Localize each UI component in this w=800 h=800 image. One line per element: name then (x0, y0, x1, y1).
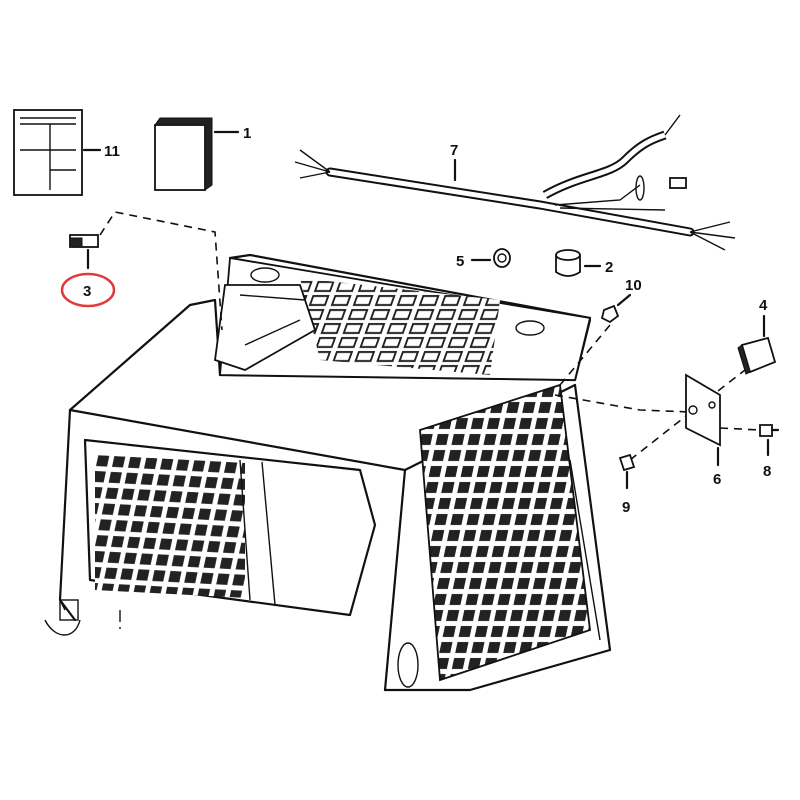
part-4-light[interactable]: 4 (737, 297, 777, 375)
callout-9: 9 (622, 499, 630, 516)
leader-8 (719, 427, 761, 431)
cab-body (44, 253, 612, 692)
part-8-bolt[interactable]: 8 (759, 424, 780, 480)
part-2-flasher[interactable]: 2 (555, 249, 613, 277)
part-5-grommet[interactable]: 5 (456, 248, 511, 270)
callout-7: 7 (450, 142, 458, 159)
callout-5: 5 (456, 253, 464, 270)
callout-1: 1 (243, 125, 251, 142)
part-10-nut[interactable]: 10 (600, 277, 642, 324)
part-1-box[interactable]: 1 (154, 117, 251, 191)
part-9-bolt[interactable]: 9 (618, 453, 636, 516)
part-11-decal[interactable]: 11 (13, 109, 120, 196)
leader-6 (554, 394, 691, 413)
callout-3: 3 (83, 283, 91, 300)
callout-4: 4 (759, 297, 768, 314)
callout-10: 10 (625, 277, 642, 294)
callout-11: 11 (104, 143, 120, 160)
callout-2: 2 (605, 259, 613, 276)
part-7-harness[interactable]: 7 (294, 114, 736, 251)
highlight-circle (60, 272, 116, 308)
part-3-switch[interactable]: 3 (60, 234, 116, 308)
callout-6: 6 (713, 471, 721, 488)
callout-8: 8 (763, 463, 771, 480)
part-6-bracket[interactable]: 6 (685, 373, 721, 488)
leader-3 (99, 211, 223, 331)
